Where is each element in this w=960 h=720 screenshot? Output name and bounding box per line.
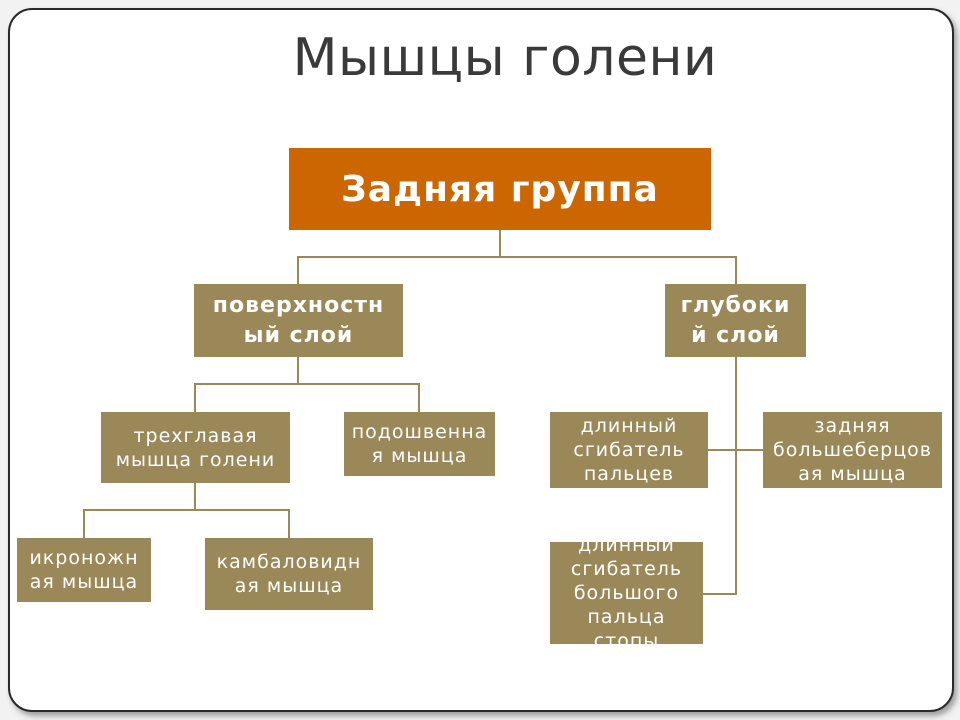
connector-triceps-bar xyxy=(83,509,290,538)
node-label: икроножн ая мышца xyxy=(29,547,139,593)
node-label: задняя большеберцов ая мышца xyxy=(773,415,932,485)
node-tibialis-posterior: задняя большеберцов ая мышца xyxy=(763,412,942,488)
node-label: длинный сгибатель пальцев xyxy=(573,415,685,485)
node-label: поверхностн ый слой xyxy=(212,292,385,348)
node-label: трехглавая мышца голени xyxy=(115,424,276,471)
node-superficial-layer: поверхностн ый слой xyxy=(194,284,403,357)
node-posterior-group: Задняя группа xyxy=(289,148,711,230)
node-soleus: камбаловидн ая мышца xyxy=(205,538,373,610)
slide-frame xyxy=(8,8,954,712)
node-label: Задняя группа xyxy=(341,168,659,210)
connector-deep-spine xyxy=(703,357,737,595)
node-label: камбаловидн ая мышца xyxy=(216,551,362,597)
node-plantaris: подошвенна я мышца xyxy=(344,412,495,476)
node-flexor-digitorum-longus: длинный сгибатель пальцев xyxy=(550,412,708,488)
node-gastrocnemius: икроножн ая мышца xyxy=(17,538,151,602)
node-flexor-hallucis-longus: длинный сгибатель большого пальца стопы xyxy=(550,542,703,644)
node-label: подошвенна я мышца xyxy=(351,421,488,467)
node-deep-layer: глубоки й слой xyxy=(665,284,806,357)
node-label: длинный сгибатель большого пальца стопы xyxy=(570,542,683,644)
slide-title: Мышцы голени xyxy=(292,28,718,88)
connector-superficial-bar xyxy=(194,383,420,412)
connector-layers-bar xyxy=(297,256,737,284)
node-label: глубоки й слой xyxy=(680,292,791,348)
node-triceps-surae: трехглавая мышца голени xyxy=(101,412,290,483)
